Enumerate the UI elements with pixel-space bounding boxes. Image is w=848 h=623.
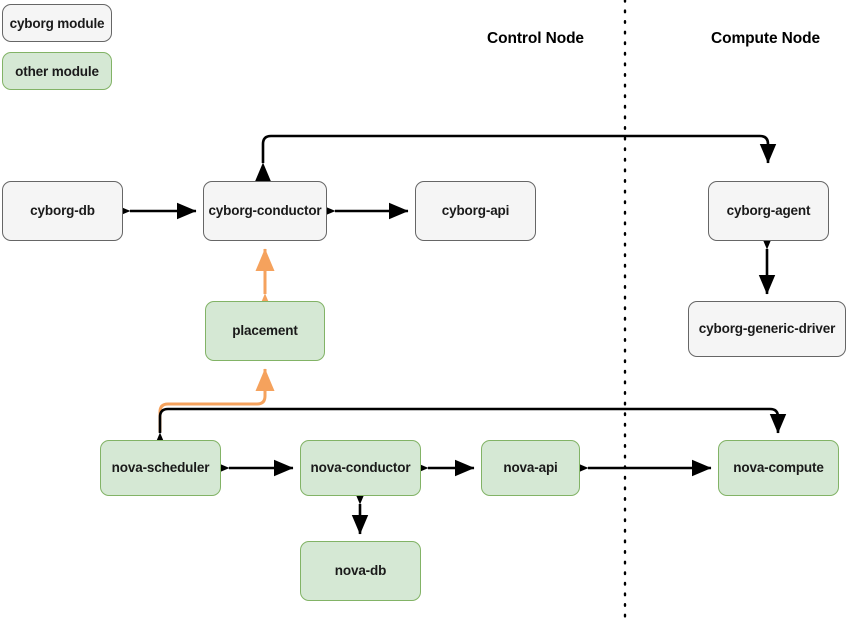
edge-novascheduler-placement — [158, 368, 275, 432]
legend-label-other-module: other module — [15, 63, 99, 79]
legend-item-cyborg-module: cyborg module — [2, 4, 112, 42]
node-nova-db[interactable]: nova-db — [300, 541, 421, 601]
zone-label-compute-node: Compute Node — [711, 30, 821, 47]
node-nova-scheduler[interactable]: nova-scheduler — [100, 440, 221, 496]
node-cyborg-api[interactable]: cyborg-api — [415, 181, 536, 241]
edge-bus-top — [254, 134, 777, 183]
node-cyborg-agent[interactable]: cyborg-agent — [708, 181, 829, 241]
node-cyborg-generic-driver[interactable]: cyborg-generic-driver — [688, 301, 846, 357]
node-nova-api[interactable]: nova-api — [481, 440, 580, 496]
node-cyborg-db[interactable]: cyborg-db — [2, 181, 123, 241]
legend-item-other-module: other module — [2, 52, 112, 90]
legend-label-cyborg-module: cyborg module — [9, 15, 105, 31]
node-nova-conductor[interactable]: nova-conductor — [300, 440, 421, 496]
node-placement[interactable]: placement — [205, 301, 325, 361]
node-nova-compute[interactable]: nova-compute — [718, 440, 839, 496]
zone-label-control-node: Control Node — [487, 30, 584, 47]
node-cyborg-conductor[interactable]: cyborg-conductor — [203, 181, 327, 241]
edge-bus-bottom — [151, 407, 787, 453]
